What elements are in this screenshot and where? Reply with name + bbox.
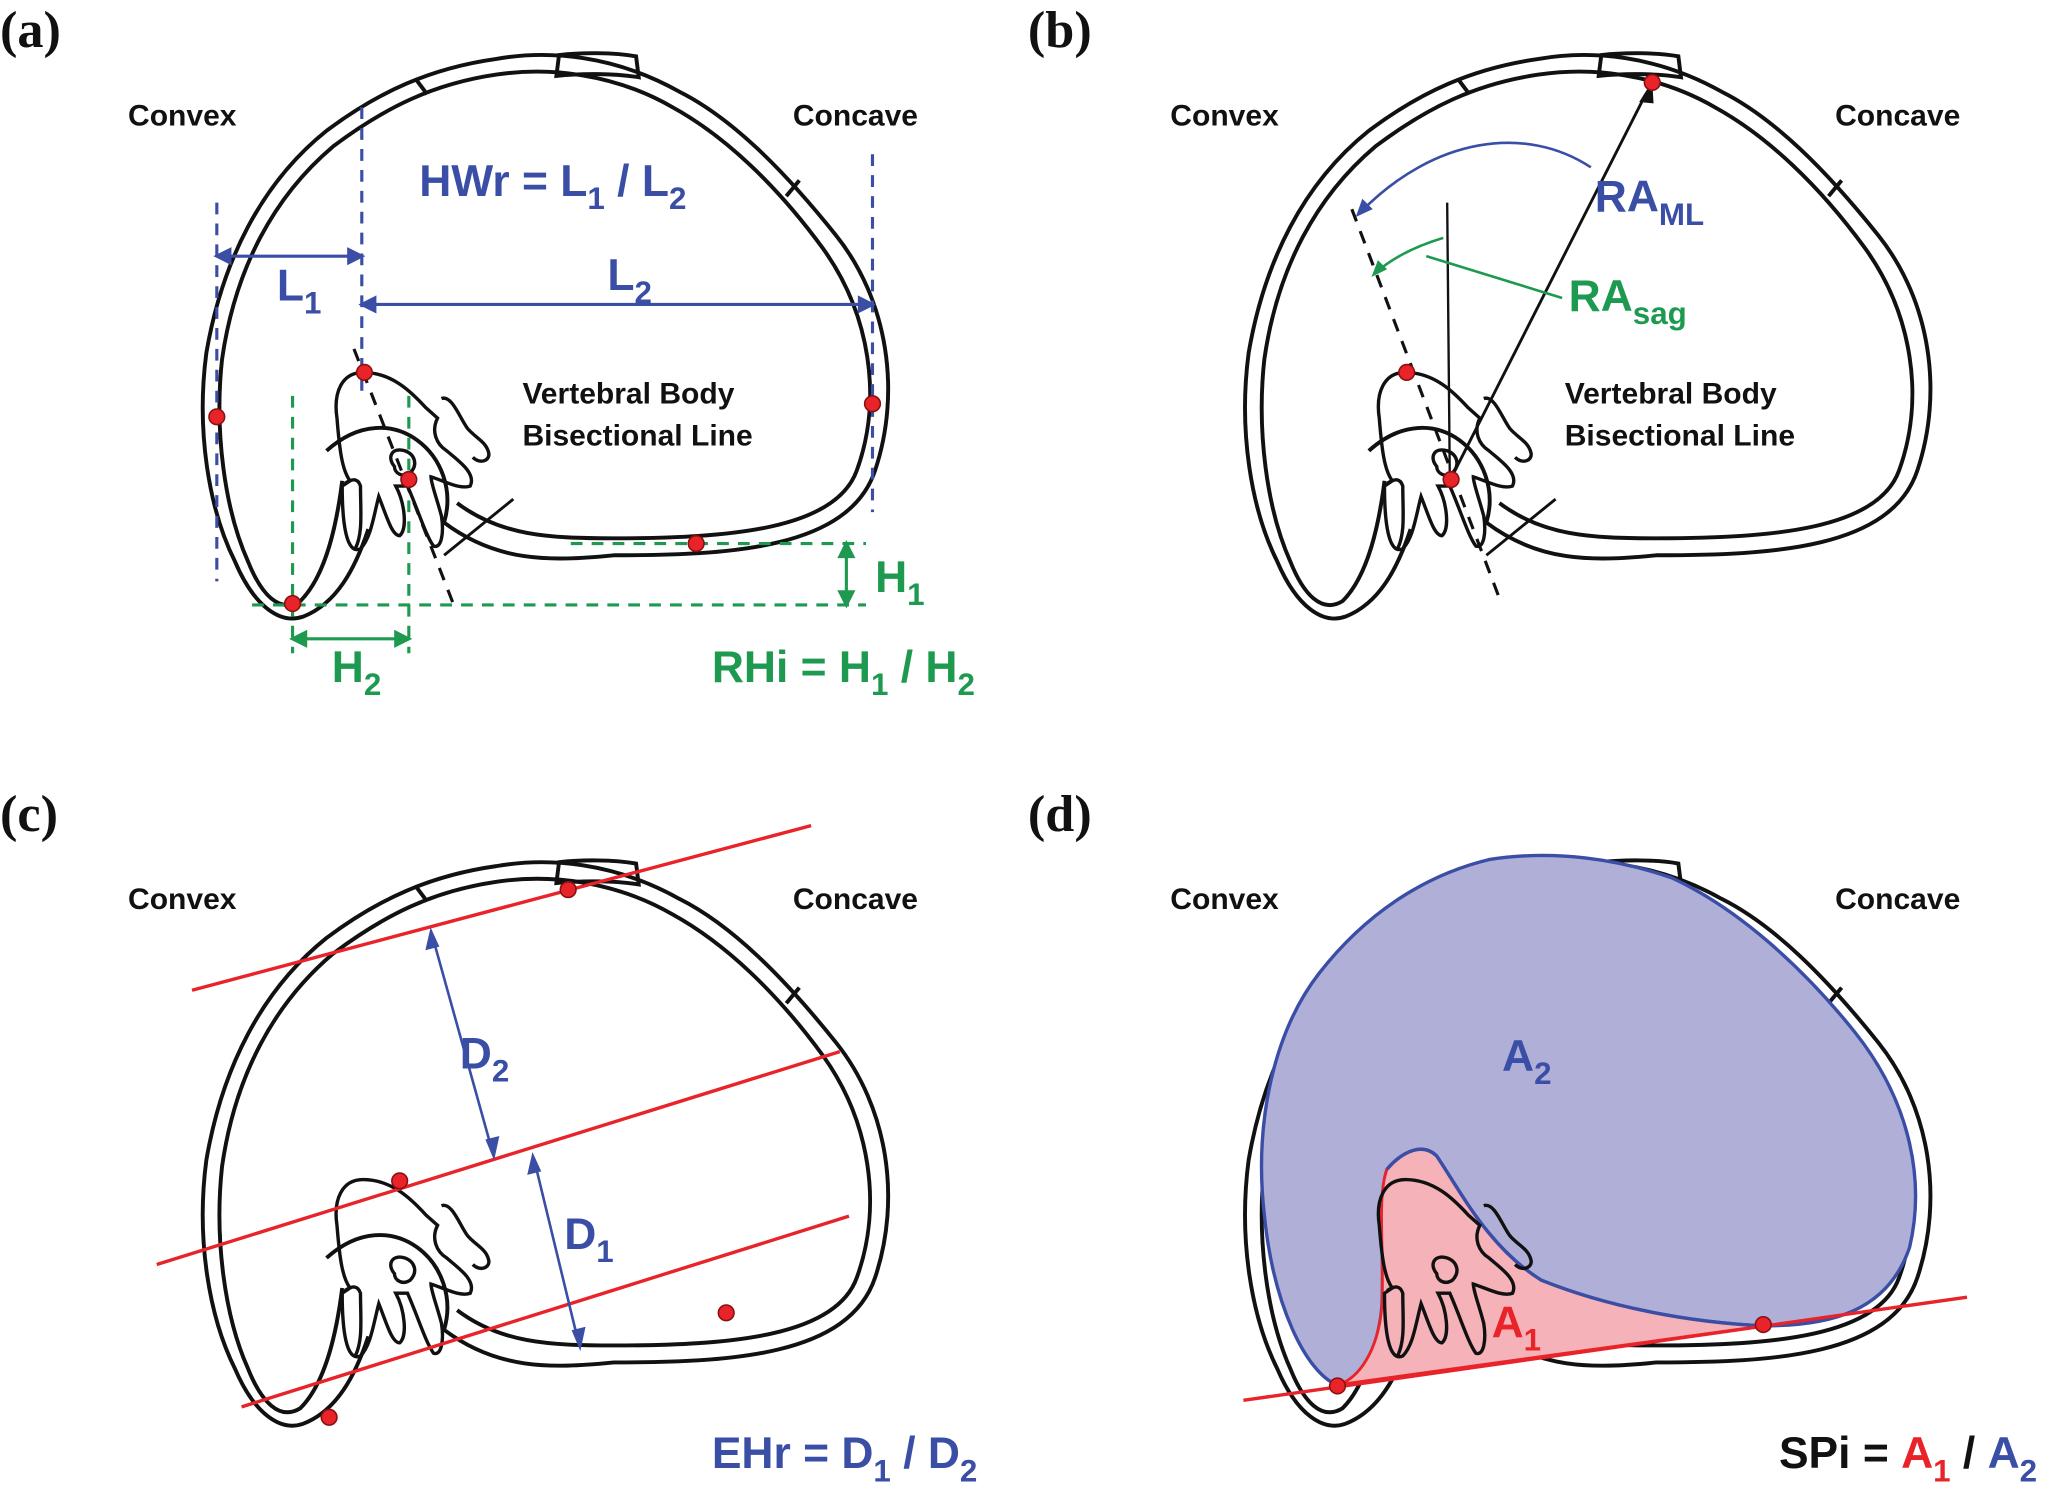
landmark-points (1398, 73, 1661, 489)
note-leader (1485, 497, 1557, 557)
concave-label: Concave (793, 883, 918, 916)
h2-arrow (289, 629, 413, 648)
ra-ml-arrowhead (1355, 198, 1373, 217)
tangent-lines (156, 823, 850, 1409)
ra-sag-arrowhead (1371, 260, 1388, 278)
thorax-outline (200, 51, 891, 621)
ehr-formula: EHr = D1 / D2 (712, 1429, 978, 1488)
ra-ml-arc (1360, 141, 1592, 213)
panel-d-label: (d) (1028, 785, 1092, 843)
panel-c-label: (c) (0, 785, 58, 843)
l1-label: L1 (277, 262, 322, 321)
panel-b-label: (b) (1028, 1, 1092, 59)
l1-arrow (213, 247, 366, 266)
convex-label: Convex (128, 100, 237, 133)
concave-label: Concave (1835, 883, 1960, 916)
l2-arrow (358, 295, 876, 314)
d2-arrow (425, 927, 500, 1161)
a2-label: A2 (1502, 1032, 1552, 1091)
vb-note-line2: Bisectional Line (1565, 420, 1795, 453)
a1-label: A1 (1492, 1299, 1542, 1358)
ra-sag-arc (1375, 236, 1444, 273)
vertebra-outline (334, 370, 491, 552)
landmark-points (320, 881, 735, 1426)
hwr-formula: HWr = L1 / L2 (419, 157, 686, 216)
vb-note-line1: Vertebral Body (522, 378, 734, 411)
concave-label: Concave (793, 100, 918, 133)
l2-label: L2 (607, 251, 652, 310)
convex-label: Convex (1170, 883, 1279, 916)
thorax-outline (1243, 51, 1933, 621)
h1-arrow (837, 540, 856, 609)
ra-ml-label: RAML (1595, 173, 1704, 232)
concave-label: Concave (1835, 100, 1960, 133)
panel-c: (c) Convex Concave D2 D1 EHr = D1 / D2 (0, 785, 977, 1488)
panel-d: (d) Convex Concave A2 A1 SPi = A1 / A2 (1028, 785, 2037, 1488)
vb-note-line2: Bisectional Line (522, 420, 752, 453)
d1-arrow (527, 1152, 586, 1352)
landmark-points (1328, 1315, 1772, 1395)
panel-a: (a) Convex Concave HWr = L1 / L2 L1 L2 (0, 1, 975, 702)
d1-label: D1 (564, 1210, 614, 1269)
panel-a-label: (a) (0, 1, 61, 59)
convex-label: Convex (128, 883, 237, 916)
convex-label: Convex (1170, 100, 1279, 133)
panel-b: (b) Convex Concave RAML RAsag Vertebral … (1028, 1, 1960, 621)
rhi-formula: RHi = H1 / H2 (712, 643, 975, 702)
a1-a2-boundary (1385, 1147, 1764, 1328)
width-guides (215, 107, 875, 582)
landmark-points (208, 363, 882, 613)
tangent-line (1243, 1295, 1968, 1403)
ra-sag-label: RAsag (1569, 272, 1687, 331)
h2-label: H2 (332, 643, 382, 702)
spi-formula: SPi = A1 / A2 (1779, 1429, 2037, 1488)
h1-label: H1 (875, 553, 925, 612)
vertical-reference-line (1446, 202, 1451, 479)
note-leader (443, 497, 515, 557)
vertebra-outline (334, 1177, 491, 1359)
vertebra-outline (1376, 370, 1533, 552)
vb-note-line1: Vertebral Body (1565, 378, 1777, 411)
d2-label: D2 (460, 1030, 510, 1089)
ra-sag-leader (1425, 254, 1563, 300)
